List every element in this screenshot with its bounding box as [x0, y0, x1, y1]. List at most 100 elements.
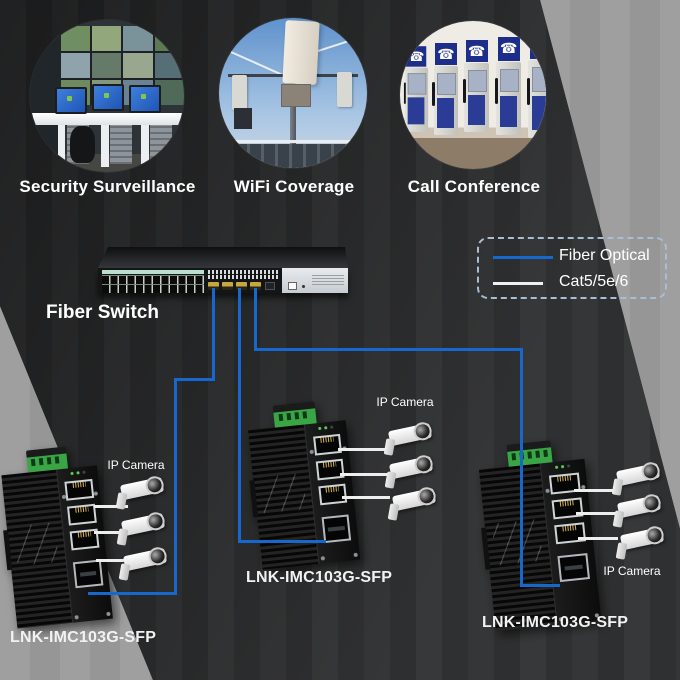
phone-sign: ☎ [497, 37, 520, 61]
phone-kiosk: ☎ [494, 37, 522, 135]
monitor [54, 86, 87, 115]
cat5-cable [94, 505, 128, 508]
rj45-port [64, 478, 94, 501]
cat5-cable [340, 473, 388, 476]
switch-mgmt-port [288, 282, 297, 290]
fiber-cable [520, 348, 523, 587]
converter-model-label: LNK-IMC103G-SFP [246, 569, 393, 586]
use-case-label-security-surveillance: Security Surveillance [19, 177, 196, 196]
rj45-port [312, 433, 343, 456]
phone-icon: ☎ [532, 38, 546, 55]
status-leds [318, 425, 334, 431]
status-leds [555, 464, 571, 469]
monitor [128, 85, 161, 113]
office-chair [70, 126, 95, 163]
fiber-switch-device [98, 268, 348, 293]
equipment-cabinet [233, 108, 252, 129]
converter-model-label: LNK-IMC103G-SFP [10, 629, 157, 646]
rj45-port [315, 458, 346, 481]
panel-antenna-large [282, 20, 320, 85]
rj45-port [318, 483, 348, 506]
equipment-box [281, 84, 312, 107]
cat5-cable [574, 489, 614, 492]
cat5-cable [338, 448, 386, 451]
use-case-image-wifi-coverage [219, 18, 367, 168]
sfp-port [73, 559, 104, 589]
fiber-cable [174, 378, 177, 595]
cat5-cable [576, 512, 616, 515]
switch-print-text [312, 275, 344, 287]
switch-sfp-slot [250, 282, 261, 290]
phone-icon: ☎ [467, 42, 486, 59]
fiber-cable [238, 288, 241, 543]
antenna-mast [290, 51, 296, 168]
phone-kiosk: ☎ [432, 43, 459, 135]
ip-camera-icon [386, 485, 442, 525]
monitor [91, 83, 124, 112]
ip-camera-icon [114, 474, 170, 514]
phone-sign: ☎ [465, 40, 488, 63]
media-converter-middle [246, 398, 361, 570]
ip-camera-icon [115, 510, 171, 550]
roof-railing [219, 144, 367, 168]
phone-icon: ☎ [408, 48, 425, 64]
legend-row-copper: Cat5/5e/6 [479, 270, 665, 296]
legend: Fiber Optical Cat5/5e/6 [477, 237, 667, 299]
use-case-image-security-surveillance [30, 20, 184, 172]
ip-camera-icon [117, 545, 173, 585]
roof-edge [219, 139, 367, 144]
fiber-cable [174, 378, 215, 381]
camera-group-label: IP Camera [376, 395, 434, 409]
camera-group-label: IP Camera [107, 458, 165, 472]
media-converter-left [0, 443, 113, 629]
switch-rj45-ports-row [102, 275, 204, 284]
fiber-cable [254, 348, 523, 351]
switch-sfp-slot [236, 282, 247, 290]
cat5-cable [94, 531, 128, 534]
copper-line-swatch [493, 282, 543, 285]
fiber-switch-label: Fiber Switch [46, 302, 159, 323]
fiber-cable [254, 288, 257, 351]
phone-sign: ☎ [435, 43, 457, 66]
control-desk [30, 112, 184, 125]
phone-kiosk: ☎ [526, 34, 546, 138]
switch-rj45-ports-row [102, 284, 204, 293]
sfp-port [321, 514, 352, 544]
switch-sfp-slot [222, 282, 233, 290]
phone-kiosk: ☎ [403, 46, 429, 132]
cat5-cable [96, 559, 130, 562]
converter-model-label: LNK-IMC103G-SFP [482, 614, 629, 631]
use-case-label-call-conference: Call Conference [407, 177, 541, 196]
ip-camera-icon [614, 524, 670, 564]
phone-handset [432, 81, 436, 106]
phone-sign: ☎ [406, 46, 427, 67]
fiber-cable [520, 584, 560, 587]
camera-group-label: IP Camera [603, 564, 661, 578]
switch-info-panel [282, 268, 348, 293]
phone-kiosk: ☎ [462, 40, 490, 132]
panel-antenna-left [232, 75, 248, 110]
phone-icon: ☎ [500, 40, 518, 57]
rj45-port [554, 522, 586, 545]
switch-console-port [265, 282, 275, 290]
phone-handset [494, 78, 498, 104]
use-case-label-wifi-coverage: WiFi Coverage [233, 177, 355, 196]
switch-accent-strip [102, 270, 204, 274]
fiber-cable [88, 592, 177, 595]
rj45-port [551, 497, 584, 520]
sfp-port [557, 553, 590, 583]
switch-sfp-slot [208, 282, 219, 290]
use-case-image-call-conference: ☎ ☎ ☎ ☎ ☎ [400, 21, 546, 169]
rj45-port [67, 503, 97, 526]
media-converter-right [477, 437, 602, 632]
cat5-cable [342, 496, 390, 499]
fiber-cable [238, 540, 326, 543]
panel-antenna-right [337, 72, 353, 107]
legend-row-fiber: Fiber Optical [479, 244, 665, 270]
phone-sign: ☎ [529, 34, 546, 60]
phone-handset [403, 82, 407, 105]
ip-camera-icon [610, 460, 666, 500]
phone-icon: ☎ [437, 45, 455, 62]
status-leds [69, 470, 86, 476]
